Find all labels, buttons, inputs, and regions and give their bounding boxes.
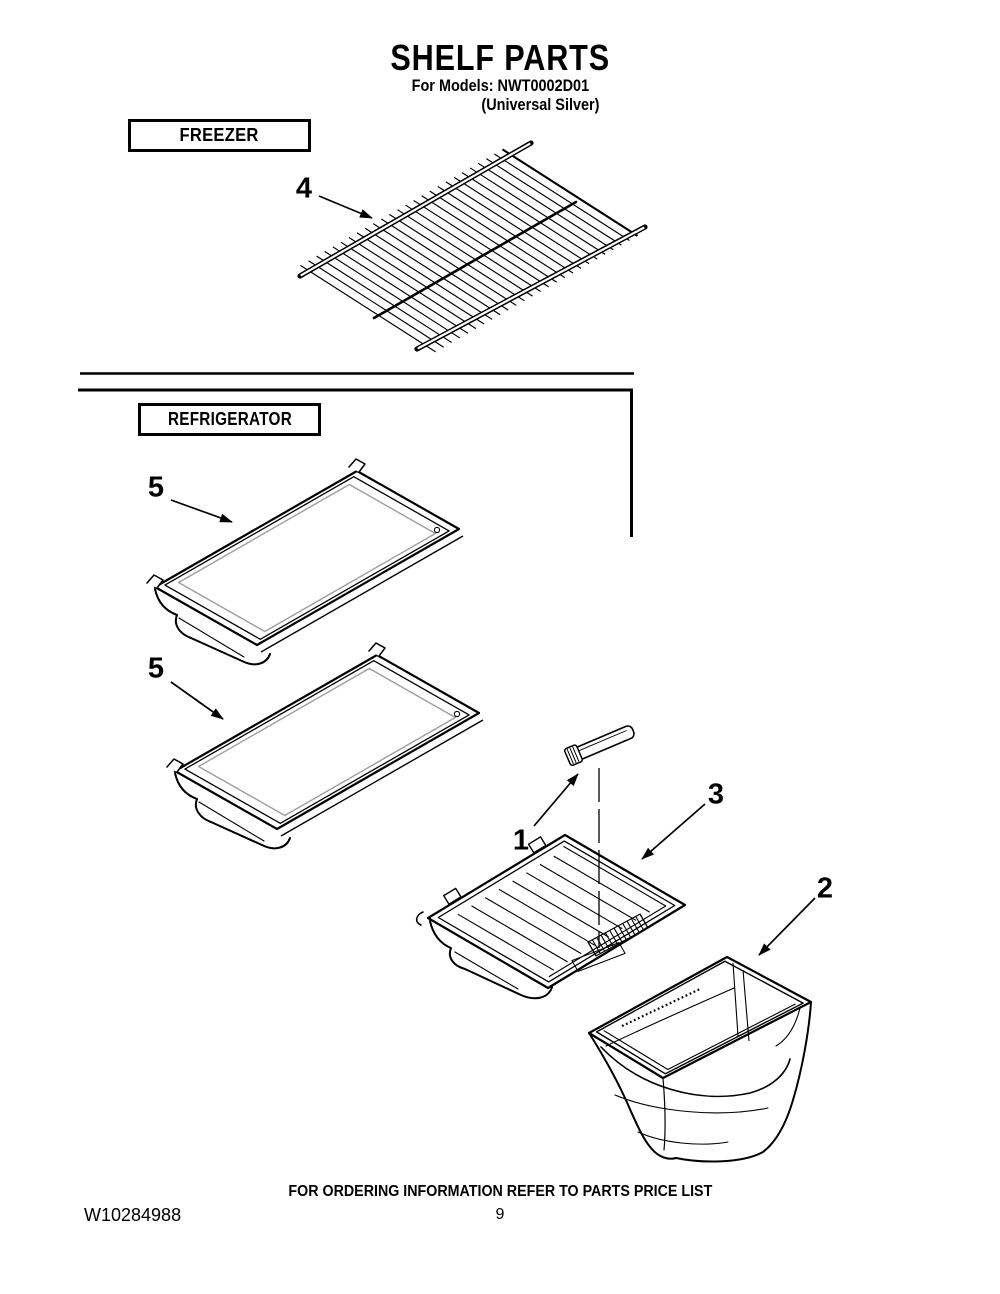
page-number: 9 xyxy=(495,1206,505,1223)
freezer-wire-shelf-drawing xyxy=(297,140,648,353)
refrigerator-glass-shelf-drawing-lower xyxy=(166,642,484,850)
callout-arrow xyxy=(318,195,373,219)
freezer-label-text: FREEZER xyxy=(179,125,260,145)
section-divider-lines xyxy=(78,372,634,537)
callout-arrow xyxy=(170,499,233,523)
callout-arrow xyxy=(533,773,579,827)
finish-line: (Universal Silver) xyxy=(480,95,600,114)
callout-number-3: 3 xyxy=(707,778,725,811)
shelf-rail-clip-drawing xyxy=(564,725,635,766)
crisper-bin-drawing xyxy=(587,955,813,1163)
document-number: W10284988 xyxy=(84,1205,182,1225)
crisper-cover-shelf-drawing xyxy=(415,833,687,1000)
models-line: For Models: NWT0002D01 xyxy=(411,76,589,95)
refrigerator-label-text: REFRIGERATOR xyxy=(167,409,292,429)
callout-number-2: 2 xyxy=(816,872,834,905)
refrigerator-section-label: REFRIGERATOR xyxy=(138,403,321,436)
callout-arrows xyxy=(170,195,816,956)
callout-arrow xyxy=(758,897,816,956)
callout-number-4: 4 xyxy=(295,172,313,205)
callout-number-1: 1 xyxy=(512,824,530,857)
ordering-note: FOR ORDERING INFORMATION REFER TO PARTS … xyxy=(288,1183,712,1200)
callout-arrow xyxy=(641,803,706,860)
freezer-section-label: FREEZER xyxy=(128,119,311,152)
callout-arrow xyxy=(170,681,224,720)
refrigerator-glass-shelf-drawing-upper xyxy=(146,458,464,666)
page-title: SHELF PARTS xyxy=(390,37,610,78)
callout-number-5-lower: 5 xyxy=(147,652,165,685)
callout-number-5-upper: 5 xyxy=(147,471,165,504)
